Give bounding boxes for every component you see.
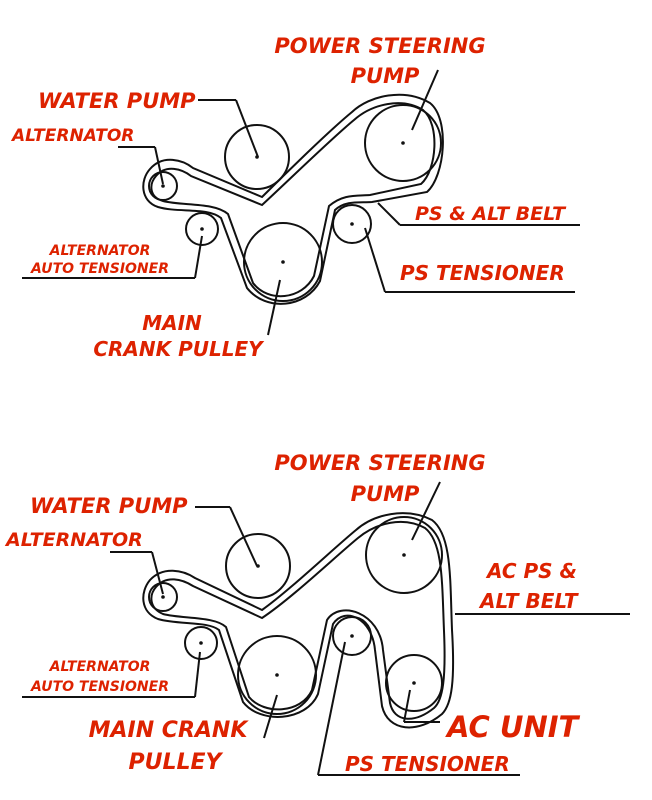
top-crank-label-2: CRANK PULLEY [93,337,265,361]
top-alt-tensioner-pulley [185,212,219,246]
bottom-diagram [22,481,630,776]
top-belt-outer [142,93,444,305]
top-alt-tensioner-label-2: AUTO TENSIONER [30,261,169,277]
bottom-belt-inner [150,520,446,720]
top-diagram [22,69,580,336]
bottom-water-pump-label: WATER PUMP [30,494,188,518]
bottom-power-steering-pulley [365,516,443,594]
bottom-belt-label-2: ALT BELT [478,589,579,613]
bottom-alt-tensioner-label-2: AUTO TENSIONER [30,679,169,695]
top-crank-pulley [243,222,323,302]
bottom-alternator-pulley [148,582,178,612]
bottom-belt-outer [142,512,455,729]
bottom-ac-unit-label: AC UNIT [445,710,581,744]
top-power-steering-pulley [364,104,442,182]
bottom-crank-label-1: MAIN CRANK [89,718,250,743]
top-power-steering-label-1: POWER STEERING [274,34,485,58]
top-alternator-label: ALTERNATOR [10,126,134,146]
bottom-alt-tensioner-pulley [184,626,218,660]
top-belt-label: PS & ALT BELT [415,203,567,225]
top-water-pump-label: WATER PUMP [38,89,196,113]
bottom-ac-unit-pulley [385,654,443,712]
bottom-crank-label-2: PULLEY [129,750,224,775]
bottom-water-pump-pulley [225,533,291,599]
bottom-power-steering-label-2: PUMP [351,482,420,506]
top-power-steering-label-2: PUMP [351,64,420,88]
top-crank-label-1: MAIN [142,311,202,335]
top-ps-tensioner-label: PS TENSIONER [400,261,565,285]
bottom-alternator-label: ALTERNATOR [4,529,143,551]
bottom-belt-label-1: AC PS & [485,559,577,583]
top-belt-inner [150,102,436,298]
top-alt-tensioner-label-1: ALTERNATOR [49,243,151,259]
bottom-alt-tensioner-label-1: ALTERNATOR [49,659,151,675]
bottom-power-steering-label-1: POWER STEERING [274,451,485,475]
bottom-ps-tensioner-label: PS TENSIONER [345,752,510,776]
top-water-pump-pulley [224,124,290,190]
